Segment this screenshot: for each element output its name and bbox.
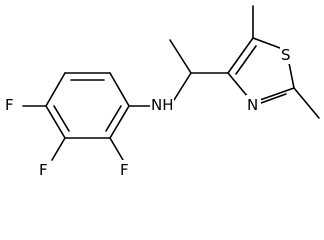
bond-c4-c5-double [235,45,257,75]
bond-c4-c5-thiazole [227,37,254,74]
n-label-bg [246,95,261,114]
s-label-bg [280,45,293,64]
s-label: S [281,46,291,64]
atom-label-layer: NH F F F S N [3,45,293,179]
bond-c3-c4-inner [105,105,122,132]
bond-c2-n-thiazole [259,87,295,101]
f-mid-label-bg [37,160,51,179]
bond-c5-c6 [45,105,66,139]
f-mid-label: F [39,161,48,179]
bond-f-mid [51,137,66,161]
f-top-label-bg [3,95,17,114]
bond-c5-c6-inner [53,105,70,132]
bond-c6-c1 [45,72,66,107]
n-label: N [247,96,258,114]
bond-c2-methyl [293,87,320,119]
bond-nh-ch [173,72,192,101]
bond-c2-c3 [109,72,130,107]
f-top-label: F [5,96,14,114]
bond-c5-s-thiazole [252,37,281,49]
nh-label: NH [151,96,174,114]
bond-layer [22,5,320,161]
bond-c3-c4 [109,105,130,139]
f-bottom-label: F [120,161,129,179]
bond-n-c4-thiazole [227,72,249,98]
bond-ch-methyl [169,39,192,74]
f-bottom-label-bg [118,160,132,179]
molecule-diagram: NH F F F S N [3,5,320,179]
bond-f-bottom [109,137,124,161]
nh-label-bg [150,95,174,114]
bond-c2-n-double [260,93,287,104]
